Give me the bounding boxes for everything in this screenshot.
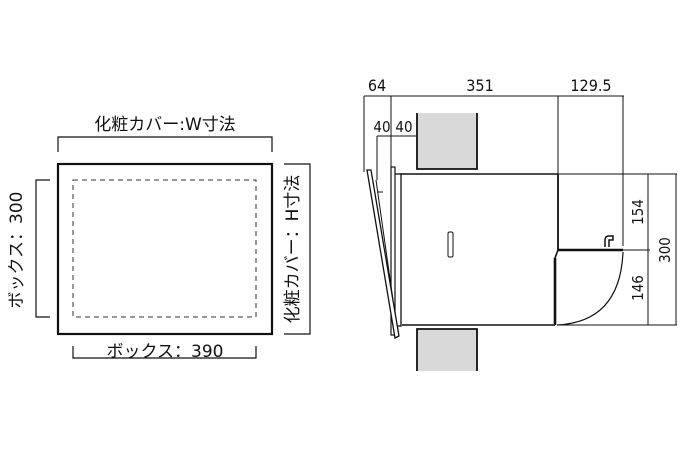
open-door: [366, 169, 400, 339]
wall-upper-outline: [416, 113, 478, 170]
dim-129-5: 129.5: [570, 76, 611, 95]
handle-slot: [447, 231, 454, 258]
front-view: 化粧カバー:W寸法 ボックス：300 化粧カバー：H寸法 ボックス：390: [7, 115, 311, 362]
box-outline-dashed: [72, 179, 257, 318]
wall-lower-outline: [416, 328, 478, 371]
door-inner-line: [375, 179, 394, 301]
dim-154: 154: [629, 199, 647, 225]
hook-icon: [604, 235, 614, 247]
cover-plate: [390, 166, 396, 336]
shelf-corner: [554, 249, 559, 259]
wall-lower: [417, 329, 477, 371]
cover-width-label: 化粧カバー:W寸法: [94, 115, 236, 135]
door-swing-arc: [556, 251, 624, 326]
side-view: 64 351 129.5 40 40: [363, 76, 677, 371]
dim-351: 351: [466, 76, 493, 95]
dim-146: 146: [629, 275, 647, 301]
box-width-label: ボックス：390: [107, 342, 224, 362]
box-width-bracket: [72, 346, 257, 359]
cover-outline: [56, 162, 274, 336]
cover-width-bracket: [57, 136, 273, 152]
dim-64: 64: [368, 76, 386, 95]
dim-300: 300: [656, 237, 674, 263]
box-height-bracket: [35, 179, 50, 318]
dim-40-b: 40: [395, 118, 412, 136]
cover-height-bracket: [284, 163, 311, 335]
box-height-label: ボックス：300: [7, 192, 27, 309]
cover-height-label: 化粧カバー：H寸法: [283, 175, 303, 324]
dim-40-a: 40: [373, 118, 390, 136]
wall-upper: [417, 113, 477, 169]
